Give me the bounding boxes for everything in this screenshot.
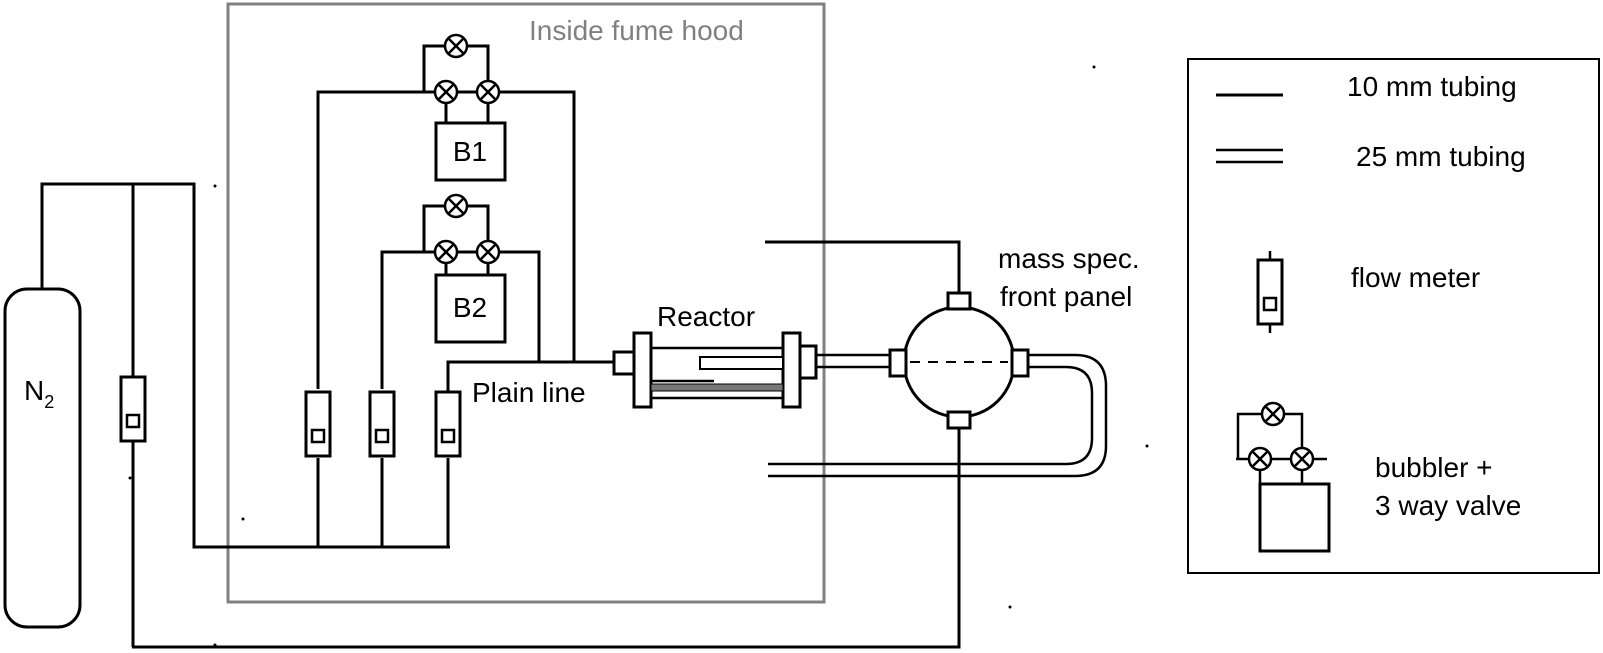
bubbler-b1-assembly: B1 [316, 33, 576, 389]
fume-hood-box [226, 2, 826, 604]
flow-meter-icon [1256, 258, 1284, 326]
flow-meter-icon [119, 375, 147, 443]
mass-spec-label-line2: front panel [1000, 281, 1132, 312]
valve-icon [433, 239, 459, 265]
return-loop-tubing [768, 353, 1108, 478]
legend-label-10mm: 10 mm tubing [1347, 71, 1517, 102]
valve-icon [475, 239, 501, 265]
bubbler-valve-icon [1236, 401, 1331, 553]
legend: 10 mm tubing 25 mm tubing flow meter bub… [1187, 58, 1600, 574]
reactor [612, 331, 818, 409]
bubbler-b2 [434, 273, 507, 344]
bubbler-b1-label: B1 [453, 136, 487, 167]
mass-spec-label-line1: mass spec. [998, 243, 1140, 274]
legend-label-bubbler-line2: 3 way valve [1375, 490, 1521, 521]
flow-meter-icon [434, 390, 462, 458]
reactor-outlet-tubing [816, 353, 890, 369]
valve-icon [433, 79, 459, 105]
mass-spec-front-panel [888, 291, 1030, 430]
bubbler-b2-label: B2 [453, 292, 487, 323]
fume-hood-label: Inside fume hood [529, 15, 744, 46]
legend-label-25mm: 25 mm tubing [1356, 141, 1526, 172]
mass-spec-top-line [765, 240, 961, 293]
legend-label-bubbler-line1: bubbler + [1375, 452, 1493, 483]
bubbler-b1 [434, 121, 507, 182]
reactor-label: Reactor [657, 301, 755, 332]
scan-specks [128, 65, 1149, 647]
bubbler-b2-assembly: B2 [380, 193, 541, 389]
legend-label-flow-meter: flow meter [1351, 262, 1480, 293]
flow-meter-icon [368, 390, 396, 458]
plain-line [446, 360, 614, 395]
n2-cylinder [3, 287, 82, 629]
valve-icon [475, 79, 501, 105]
plain-line-label: Plain line [472, 377, 586, 408]
flow-meter-icon [304, 390, 332, 458]
n2-label: N2 [24, 375, 54, 412]
valve-icon [443, 193, 469, 219]
valve-icon [443, 33, 469, 59]
